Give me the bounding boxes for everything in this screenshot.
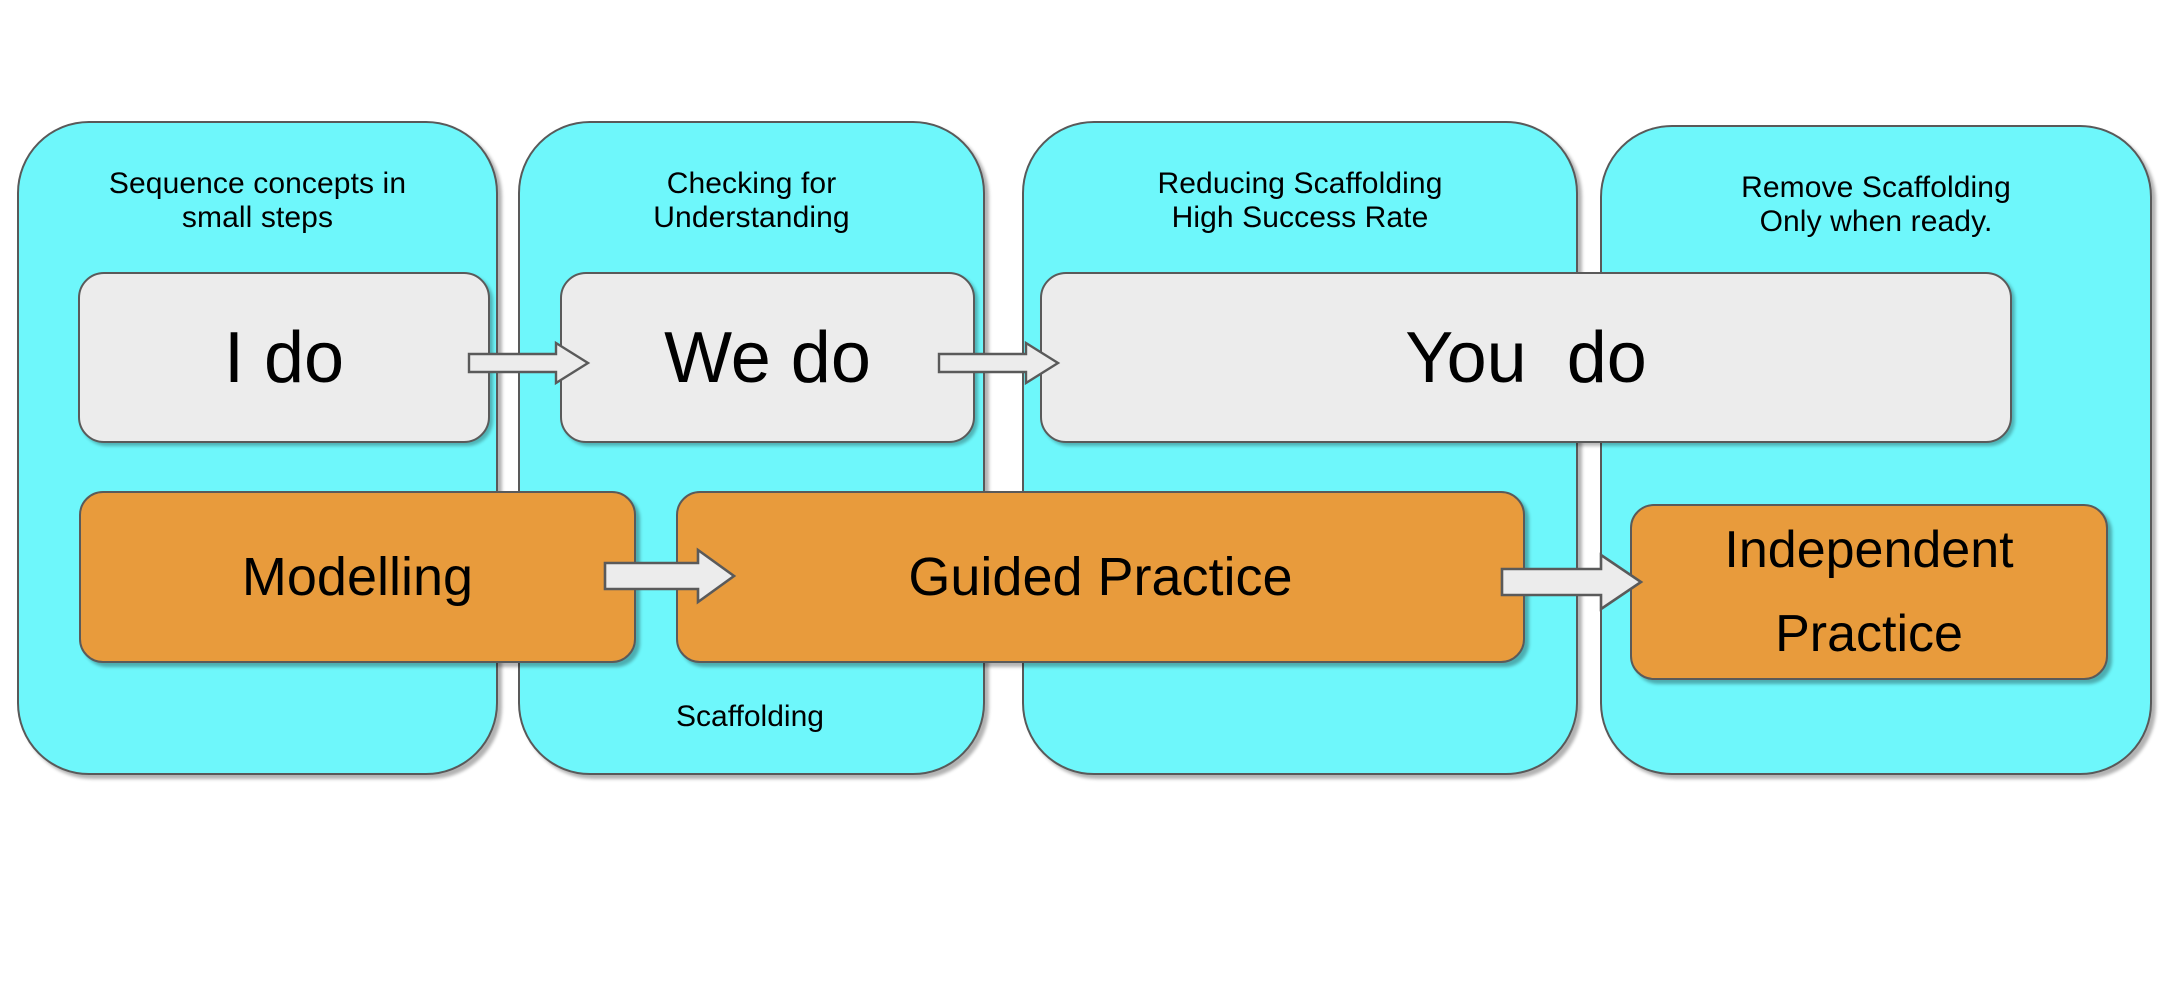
phase-panel-4-caption: Remove Scaffolding Only when ready. [1741, 171, 2011, 238]
phase-panel-1[interactable]: Sequence concepts in small steps [17, 121, 498, 775]
phase-panel-3[interactable]: Reducing Scaffolding High Success Rate [1022, 121, 1578, 775]
stage-box-i-do-label: I do [223, 317, 345, 398]
stage-box-you-do-label: You do [1405, 317, 1647, 398]
stage-box-i-do[interactable]: I do [78, 272, 490, 443]
phase-panel-3-caption: Reducing Scaffolding High Success Rate [1157, 167, 1443, 234]
practice-box-guided-practice[interactable]: Guided Practice [676, 491, 1525, 663]
practice-box-independent-practice[interactable]: Independent Practice [1630, 504, 2108, 680]
arrow-i-do-to-we-do [467, 340, 591, 386]
phase-panel-2[interactable]: Checking for Understanding [518, 121, 985, 775]
scaffolding-label: Scaffolding [676, 700, 824, 733]
stage-box-you-do[interactable]: You do [1040, 272, 2012, 443]
practice-box-guided-practice-label: Guided Practice [908, 546, 1293, 607]
arrow-we-do-to-you-do [937, 340, 1061, 386]
arrow-modelling-to-guided-practice [603, 547, 737, 605]
stage-box-we-do-label: We do [664, 317, 871, 398]
stage-box-we-do[interactable]: We do [560, 272, 975, 443]
phase-panel-1-caption: Sequence concepts in small steps [108, 167, 407, 234]
practice-box-independent-practice-label: Independent Practice [1724, 520, 2014, 663]
arrow-guided-to-independent-practice [1500, 552, 1644, 612]
phase-panel-2-caption: Checking for Understanding [653, 167, 850, 234]
practice-box-modelling[interactable]: Modelling [79, 491, 636, 663]
practice-box-modelling-label: Modelling [241, 546, 474, 607]
